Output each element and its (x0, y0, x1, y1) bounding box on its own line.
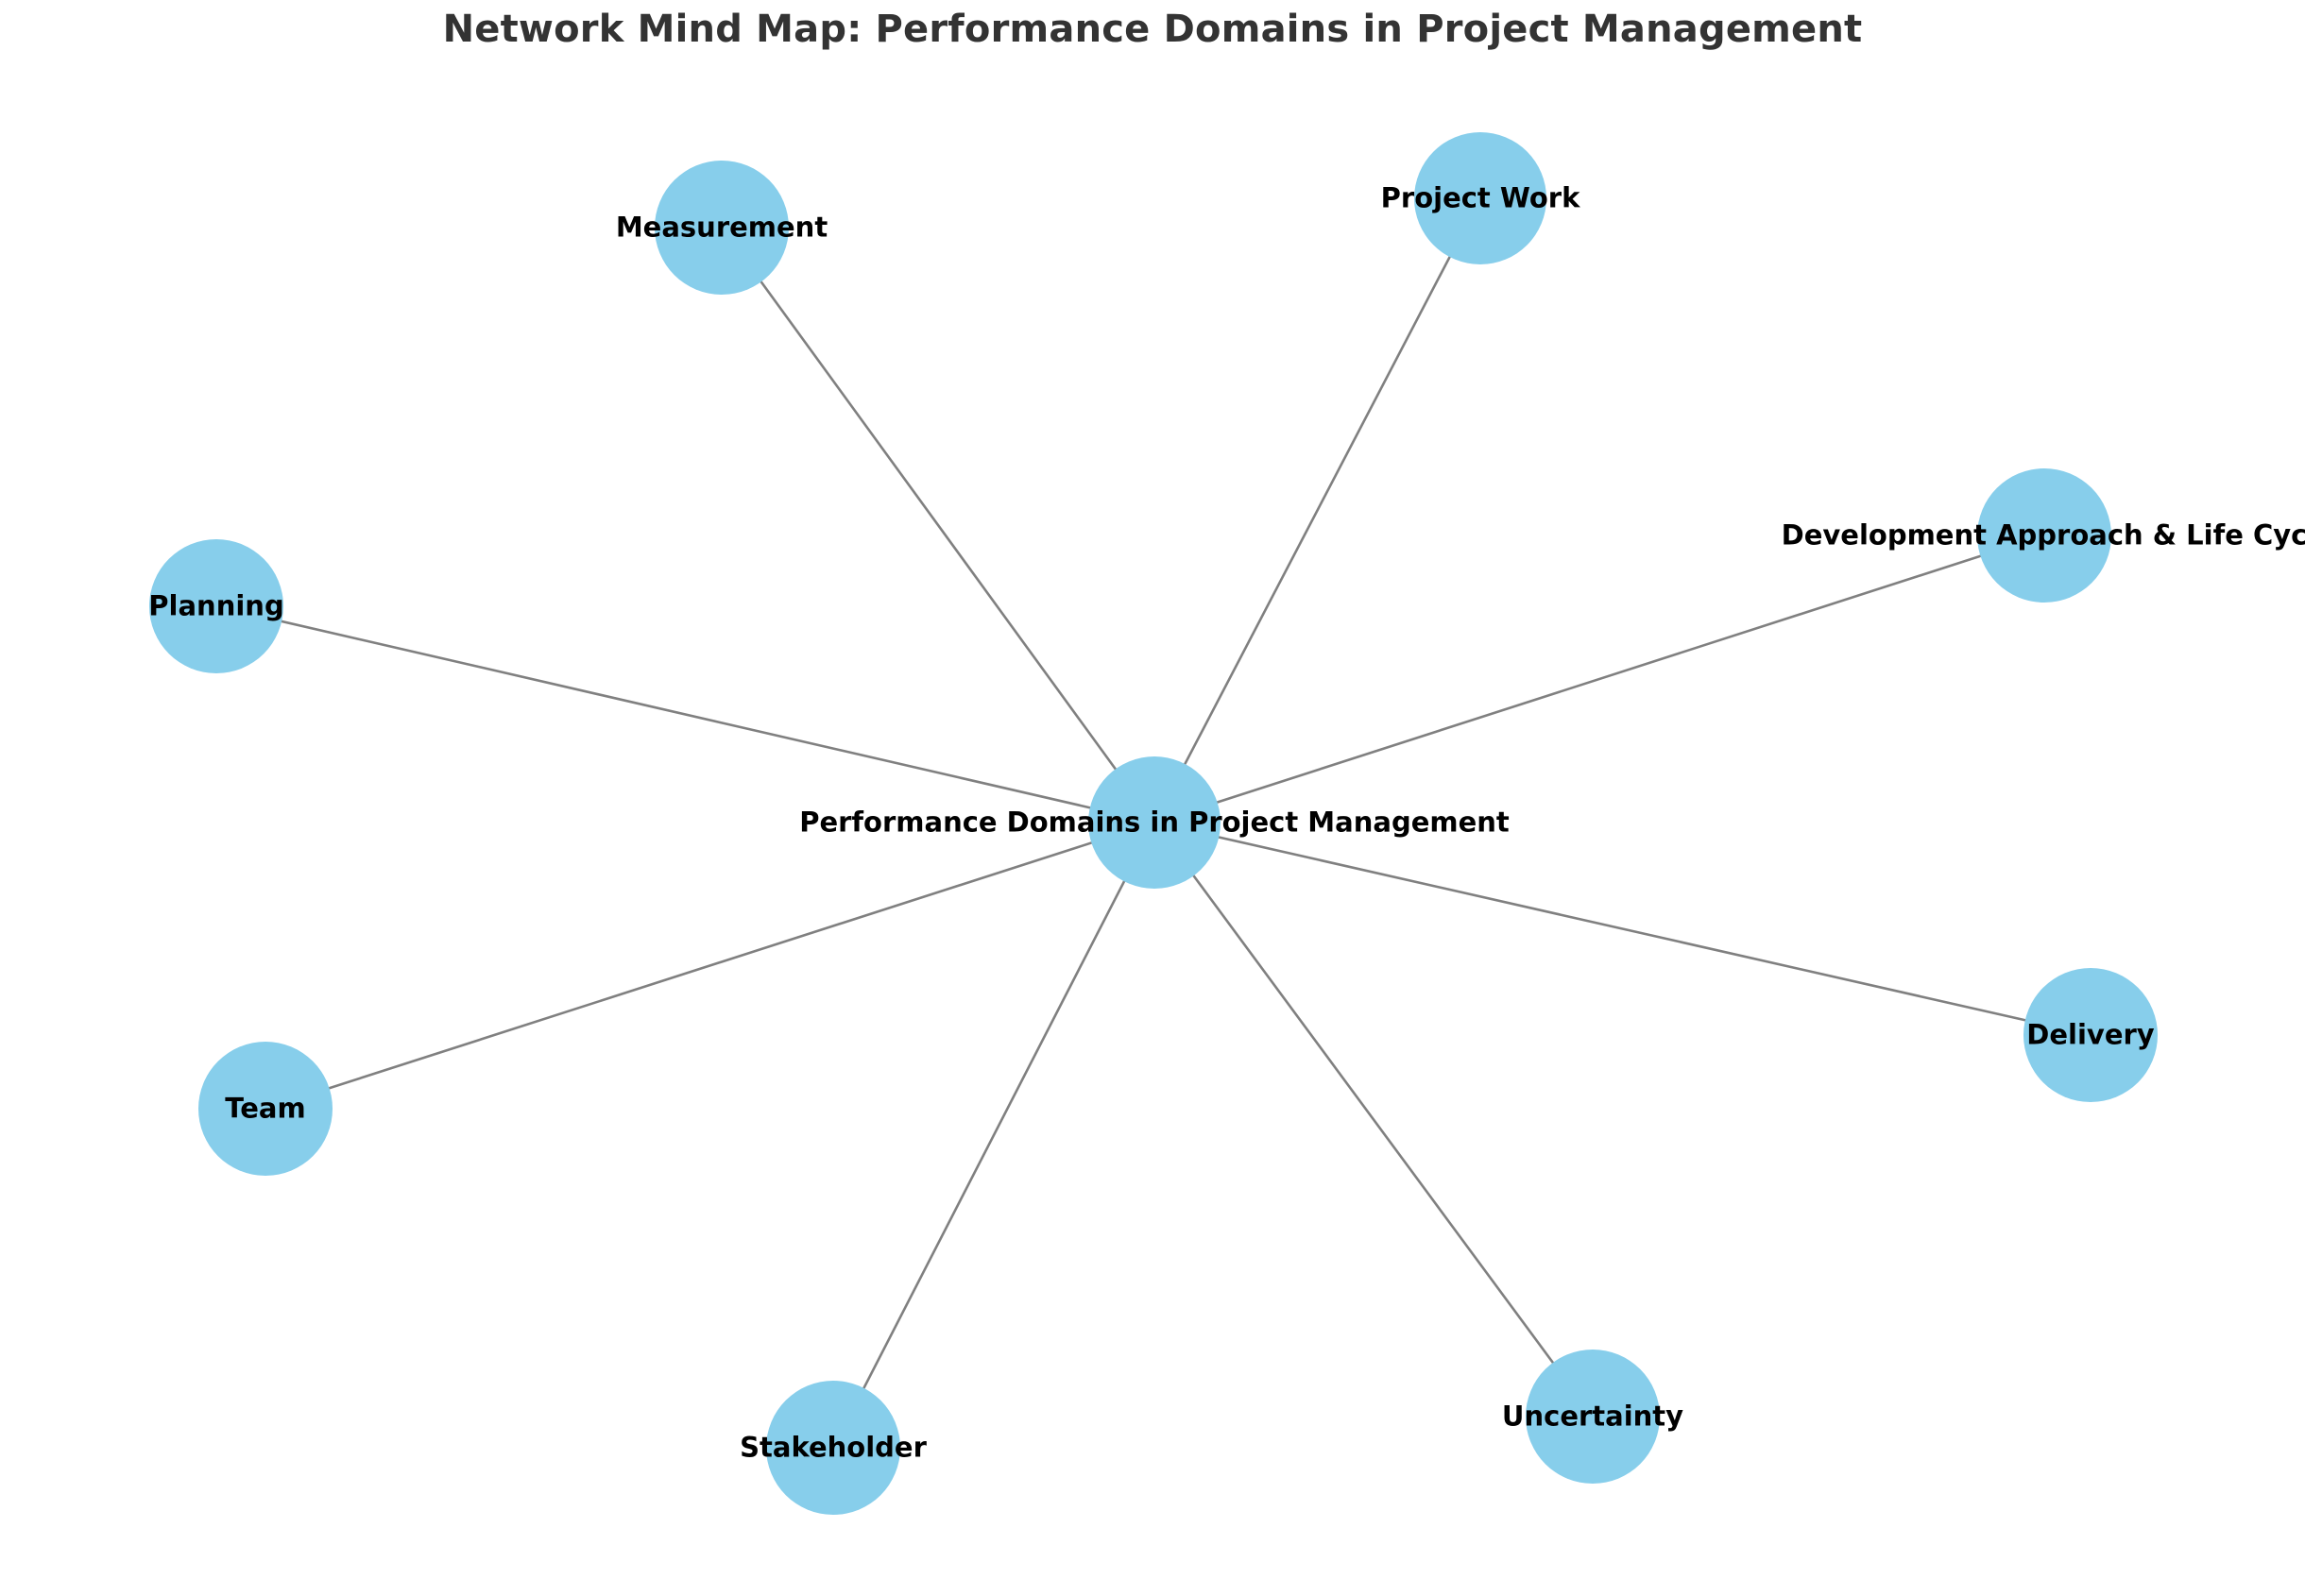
edge-center-to-team (265, 821, 1155, 1111)
edge-center-to-stakeholder (831, 822, 1156, 1449)
edge-center-to-uncertainty (1152, 822, 1595, 1418)
node-group (149, 132, 2158, 1515)
edge-group (215, 197, 2092, 1449)
node-planning[interactable] (149, 539, 283, 673)
node-center[interactable] (1088, 756, 1221, 889)
edge-center-to-planning (215, 604, 1155, 824)
node-project_work[interactable] (1414, 132, 1546, 264)
node-development_approach[interactable] (1977, 468, 2111, 603)
edge-center-to-measurement (720, 227, 1156, 823)
page-title: Network Mind Map: Performance Domains in… (442, 8, 1863, 51)
node-uncertainty[interactable] (1526, 1350, 1660, 1484)
edge-center-to-development_approach (1153, 534, 2045, 824)
node-measurement[interactable] (655, 161, 789, 295)
node-delivery[interactable] (2023, 968, 2158, 1102)
edge-center-to-project_work (1152, 197, 1482, 823)
node-team[interactable] (198, 1042, 333, 1176)
edge-center-to-delivery (1153, 821, 2092, 1037)
node-stakeholder[interactable] (766, 1381, 900, 1515)
